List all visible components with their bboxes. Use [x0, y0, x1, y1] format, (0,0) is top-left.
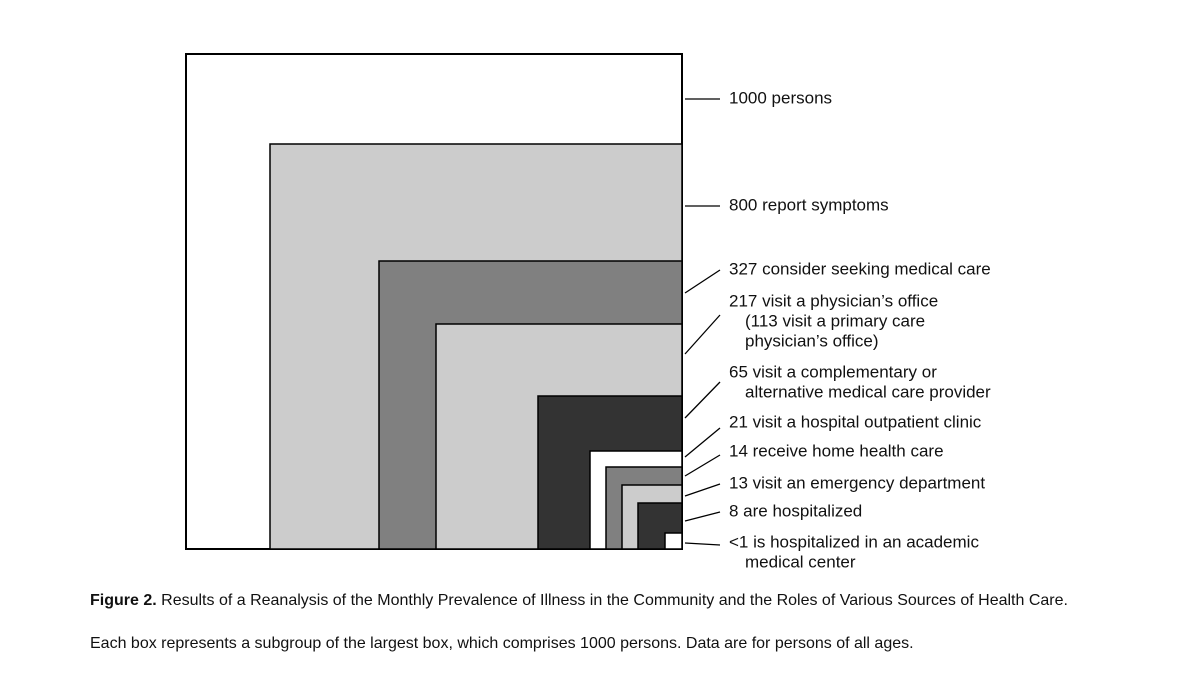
- box-label-4: 217 visit a physician’s office(113 visit…: [729, 291, 938, 350]
- box-label-2: 800 report symptoms: [729, 195, 889, 214]
- leader-line-7: [684, 454, 721, 477]
- figure-caption-note: Each box represents a subgroup of the la…: [90, 635, 914, 652]
- box-label-7: 14 receive home health care: [729, 441, 944, 460]
- figure-caption-title: Figure 2. Results of a Reanalysis of the…: [90, 591, 1120, 610]
- leader-line-5: [684, 381, 721, 419]
- box-10: [664, 532, 683, 550]
- leader-line-8: [684, 483, 721, 497]
- leader-line-9: [684, 511, 721, 522]
- box-label-6: 21 visit a hospital outpatient clinic: [729, 412, 982, 431]
- leader-line-6: [684, 427, 721, 458]
- box-label-8: 13 visit an emergency department: [729, 473, 985, 492]
- figure-number: Figure 2.: [90, 592, 157, 609]
- labels-layer: 1000 persons 800 report symptoms 327 consi…: [729, 88, 991, 571]
- leader-line-10: [684, 542, 721, 546]
- leader-lines-layer: [684, 98, 721, 546]
- leader-line-4: [684, 314, 721, 355]
- box-label-1: 1000 persons: [729, 88, 832, 107]
- nested-box-diagram: 1000 persons 800 report symptoms 327 consi…: [185, 53, 991, 571]
- box-label-3: 327 consider seeking medical care: [729, 259, 991, 278]
- leader-line-3: [684, 269, 721, 294]
- boxes-layer: [185, 53, 683, 550]
- box-label-9: 8 are hospitalized: [729, 501, 862, 520]
- caption-title-text: Results of a Reanalysis of the Monthly P…: [161, 592, 1068, 609]
